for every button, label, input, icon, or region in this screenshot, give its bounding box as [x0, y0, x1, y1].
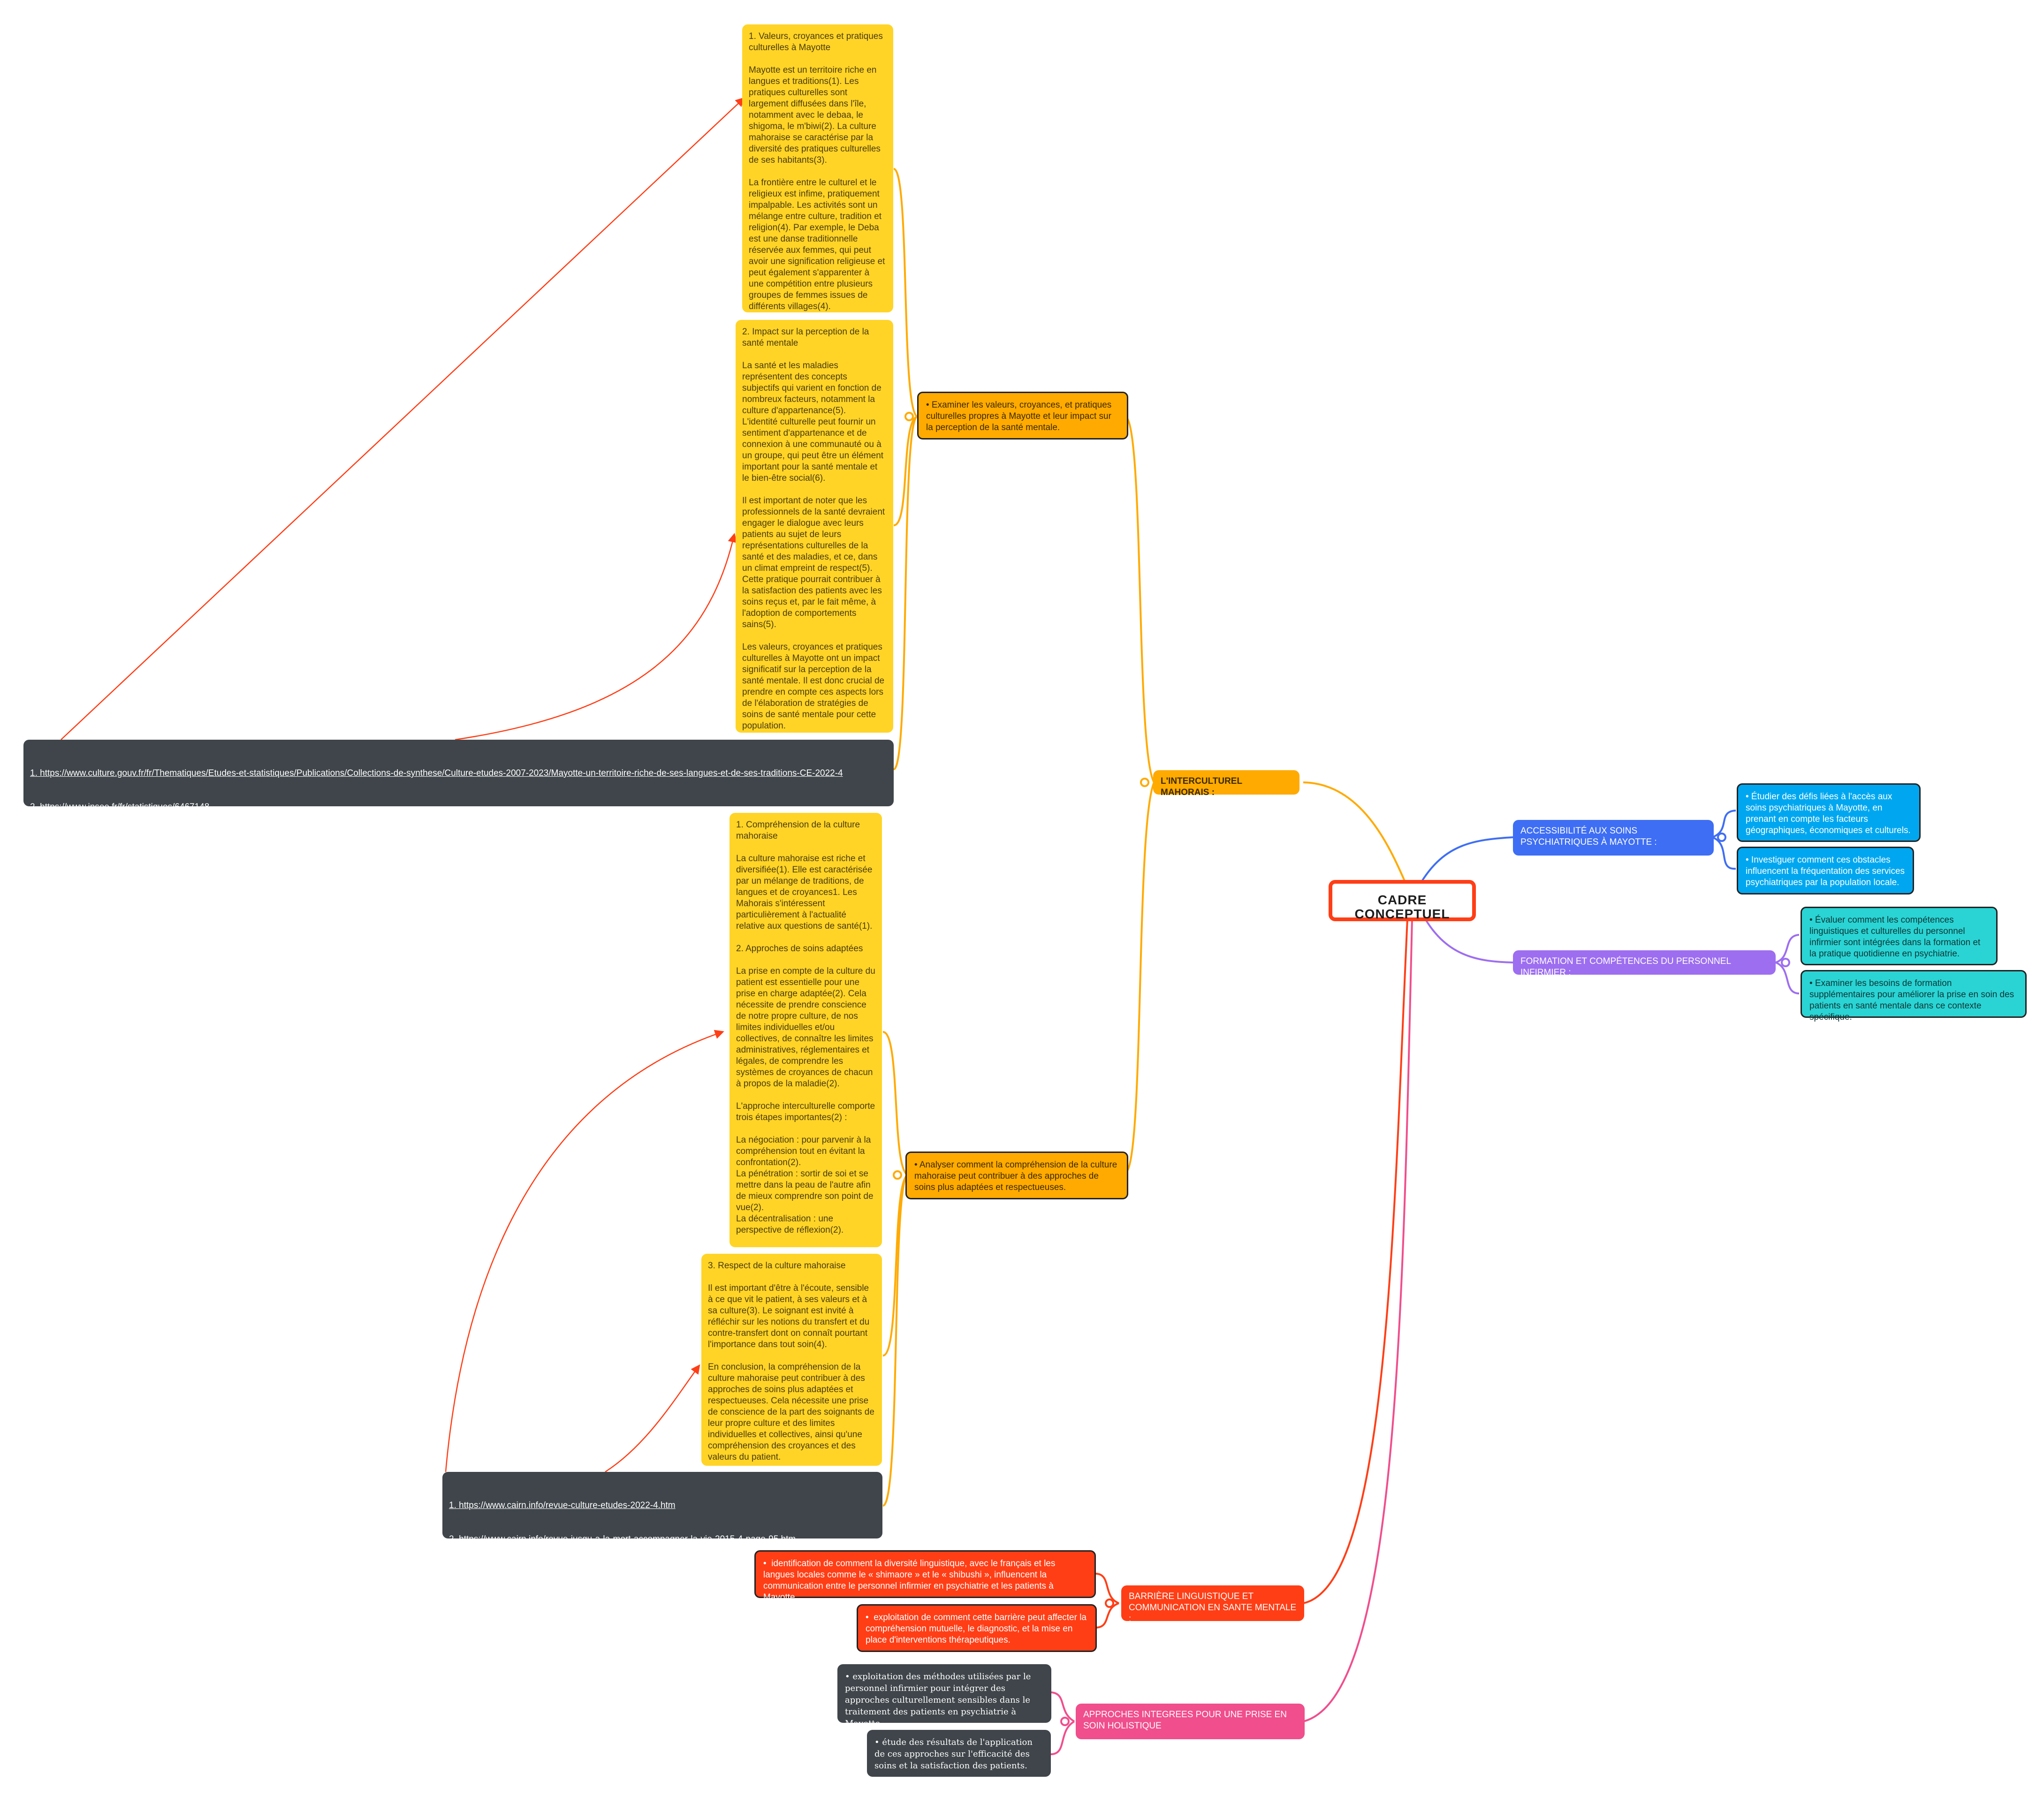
references-branch1[interactable]: 1. https://www.culture.gouv.fr/fr/Themat… — [23, 740, 894, 913]
ref-link[interactable]: 4. https://hima-mayotte.fr/single-post.p… — [30, 836, 219, 846]
holistic-methods[interactable]: • exploitation des méthodes utilisées pa… — [837, 1664, 1051, 1728]
note-impact-mental-health[interactable]: 2. Impact sur la perception de la santé … — [736, 320, 893, 733]
link-intercultural-branch1 — [1124, 416, 1155, 783]
holistic-results[interactable]: • étude des résultats de l'application d… — [867, 1730, 1051, 1777]
topic-holistic-approaches[interactable]: APPROCHES INTEGREES POUR UNE PRISE EN SO… — [1076, 1704, 1305, 1739]
link-language-child2 — [1095, 1602, 1119, 1629]
link-branch2-refs — [882, 1174, 909, 1507]
link-branch1-note1 — [893, 168, 918, 417]
ref-link[interactable]: 2. https://www.cairn.info/revue-jusqu-a-… — [449, 1534, 796, 1544]
topic-training-skills[interactable]: FORMATION ET COMPÉTENCES DU PERSONNEL IN… — [1513, 950, 1776, 978]
link-access-child1 — [1712, 810, 1736, 838]
link-center-training — [1421, 912, 1513, 963]
topic-access-care[interactable]: ACCESSIBILITÉ AUX SOINS PSYCHIATRIQUES À… — [1513, 820, 1714, 856]
ref-link[interactable]: 2. https://www.insee.fr/fr/statistiques/… — [30, 802, 210, 812]
training-needs[interactable]: • Examiner les besoins de formation supp… — [1801, 970, 2027, 1022]
access-challenges[interactable]: • Étudier des défis liées à l'accès aux … — [1737, 783, 1921, 842]
ref-link[interactable]: 6. https://www.businessnews.com.tn/liden… — [30, 903, 615, 913]
link-training-child2 — [1775, 962, 1800, 994]
training-evaluate[interactable]: • Évaluer comment les compétences lingui… — [1801, 907, 1998, 965]
link-branch2-note2 — [882, 1174, 909, 1356]
references-branch2[interactable]: 1. https://www.cairn.info/revue-culture-… — [442, 1472, 882, 1645]
link-center-holistic — [1303, 919, 1413, 1722]
topic-intercultural[interactable]: L'INTERCULTUREL MAHORAIS : — [1153, 770, 1299, 797]
ref-link: 4. — [449, 1602, 456, 1612]
note-respect-culture[interactable]: 3. Respect de la culture mahoraise Il es… — [701, 1254, 882, 1466]
topic-examine-values[interactable]: • Examiner les valeurs, croyances, et pr… — [917, 392, 1128, 440]
language-exploitation[interactable]: • exploitation de comment cette barrière… — [857, 1604, 1097, 1652]
link-center-access — [1421, 836, 1513, 883]
access-obstacles[interactable]: • Investiguer comment ces obstacles infl… — [1737, 847, 1914, 894]
arrow-refs2-note1 — [445, 1030, 724, 1472]
arrow-refs2-note2 — [605, 1364, 700, 1473]
arrow-refs1-note2 — [455, 533, 737, 741]
language-identification[interactable]: • identification de comment la diversité… — [754, 1550, 1096, 1602]
ref-link[interactable]: https://www.hug.ch/sites/interhug/files/… — [449, 1636, 854, 1645]
link-intercultural-branch2 — [1124, 782, 1155, 1174]
ref-link[interactable]: 5. https://www.erudit.org/fr/revues/cfco… — [30, 870, 338, 879]
link-holistic-child2 — [1050, 1720, 1075, 1755]
central-topic[interactable]: CADRE CONCEPTUEL — [1329, 880, 1476, 921]
arrow-refs1-note1 — [61, 97, 745, 740]
topic-analyze-understanding[interactable]: • Analyser comment la compréhension de l… — [905, 1152, 1128, 1199]
link-branch1-refs — [893, 416, 918, 770]
link-branch2-note1 — [882, 1031, 909, 1176]
link-holistic-child1 — [1050, 1691, 1075, 1722]
link-training-child1 — [1775, 934, 1800, 963]
link-center-intercultural — [1303, 781, 1406, 882]
ref-link[interactable]: 3. https://www.cairn.info/revue-jusqu-a-… — [449, 1568, 795, 1578]
link-branch1-note2 — [893, 416, 918, 526]
note-values-beliefs[interactable]: 1. Valeurs, croyances et pratiques cultu… — [742, 24, 893, 312]
topic-language-barrier[interactable]: BARRIÈRE LINGUISTIQUE ET COMMUNICATION E… — [1121, 1585, 1304, 1624]
link-language-child1 — [1095, 1573, 1119, 1604]
ref-link[interactable]: 1. https://www.cairn.info/revue-culture-… — [449, 1500, 676, 1510]
note-understanding-culture[interactable]: 1. Compréhension de la culture mahoraise… — [729, 813, 882, 1247]
ref-link[interactable]: 1. https://www.culture.gouv.fr/fr/Themat… — [30, 768, 843, 778]
link-access-child2 — [1712, 836, 1736, 870]
link-center-language — [1303, 919, 1408, 1604]
